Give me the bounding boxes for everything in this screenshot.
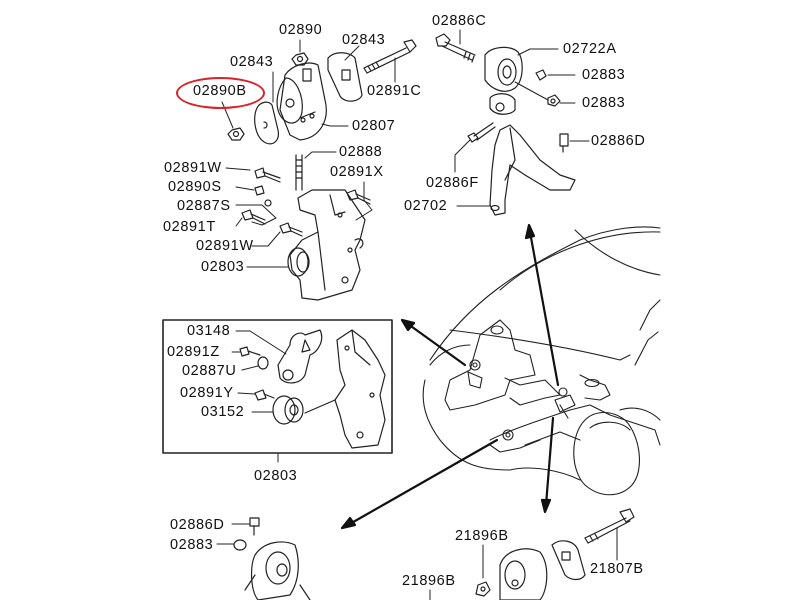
part-label-03152[interactable]: 03152 xyxy=(201,404,245,420)
lower-left-mount xyxy=(233,517,311,600)
part-label-02887s[interactable]: 02887S xyxy=(177,198,231,214)
part-label-02891z[interactable]: 02891Z xyxy=(167,344,220,360)
part-label-02890b-highlighted[interactable]: 02890B xyxy=(193,83,247,99)
part-label-02886d[interactable]: 02886D xyxy=(591,133,646,149)
part-label-21807b[interactable]: 21807B xyxy=(590,561,644,577)
part-label-02883-lower[interactable]: 02883 xyxy=(582,95,626,111)
part-label-02886d-lower[interactable]: 02886D xyxy=(170,517,225,533)
part-label-02803[interactable]: 02803 xyxy=(201,259,245,275)
vehicle-outline xyxy=(422,226,661,496)
lower-right-leaders xyxy=(429,527,618,600)
boxed-bracket-leaders xyxy=(231,330,287,463)
part-label-02887u[interactable]: 02887U xyxy=(182,363,237,379)
part-label-02891x[interactable]: 02891X xyxy=(330,164,384,180)
bracket-detail-box xyxy=(162,319,393,454)
right-mount-leaders xyxy=(454,29,590,207)
part-label-02890[interactable]: 02890 xyxy=(279,22,323,38)
part-label-02883-lower-left[interactable]: 02883 xyxy=(170,537,214,553)
part-label-21896b-lower[interactable]: 21896B xyxy=(402,573,456,589)
part-label-02888[interactable]: 02888 xyxy=(339,144,383,160)
part-label-02891w-upper[interactable]: 02891W xyxy=(164,160,222,176)
part-label-02886c[interactable]: 02886C xyxy=(432,13,487,29)
part-label-02722a[interactable]: 02722A xyxy=(563,41,617,57)
lower-left-leaders xyxy=(216,523,251,545)
part-label-02803-box[interactable]: 02803 xyxy=(254,468,298,484)
part-label-21896b-upper[interactable]: 21896B xyxy=(455,528,509,544)
part-label-02843-right[interactable]: 02843 xyxy=(342,32,386,48)
part-label-03148[interactable]: 03148 xyxy=(187,323,231,339)
part-label-02891c[interactable]: 02891C xyxy=(367,83,422,99)
part-label-02886f[interactable]: 02886F xyxy=(426,175,479,191)
part-label-02891y[interactable]: 02891Y xyxy=(180,385,234,401)
highlight-ellipse xyxy=(176,77,265,109)
part-label-02883-upper[interactable]: 02883 xyxy=(582,67,626,83)
direction-arrows xyxy=(340,223,560,530)
lower-right-mount xyxy=(475,508,635,600)
part-label-02702[interactable]: 02702 xyxy=(404,198,448,214)
part-label-02807[interactable]: 02807 xyxy=(352,118,396,134)
front-mount-assembly xyxy=(227,39,417,301)
front-mount-leaders xyxy=(221,39,396,268)
part-label-02890s[interactable]: 02890S xyxy=(168,179,222,195)
part-label-02843-left[interactable]: 02843 xyxy=(230,54,274,70)
part-label-02891w-lower[interactable]: 02891W xyxy=(196,238,254,254)
part-label-02891t[interactable]: 02891T xyxy=(163,219,216,235)
boxed-bracket-assembly xyxy=(239,329,386,449)
right-mount-assembly xyxy=(435,33,576,216)
